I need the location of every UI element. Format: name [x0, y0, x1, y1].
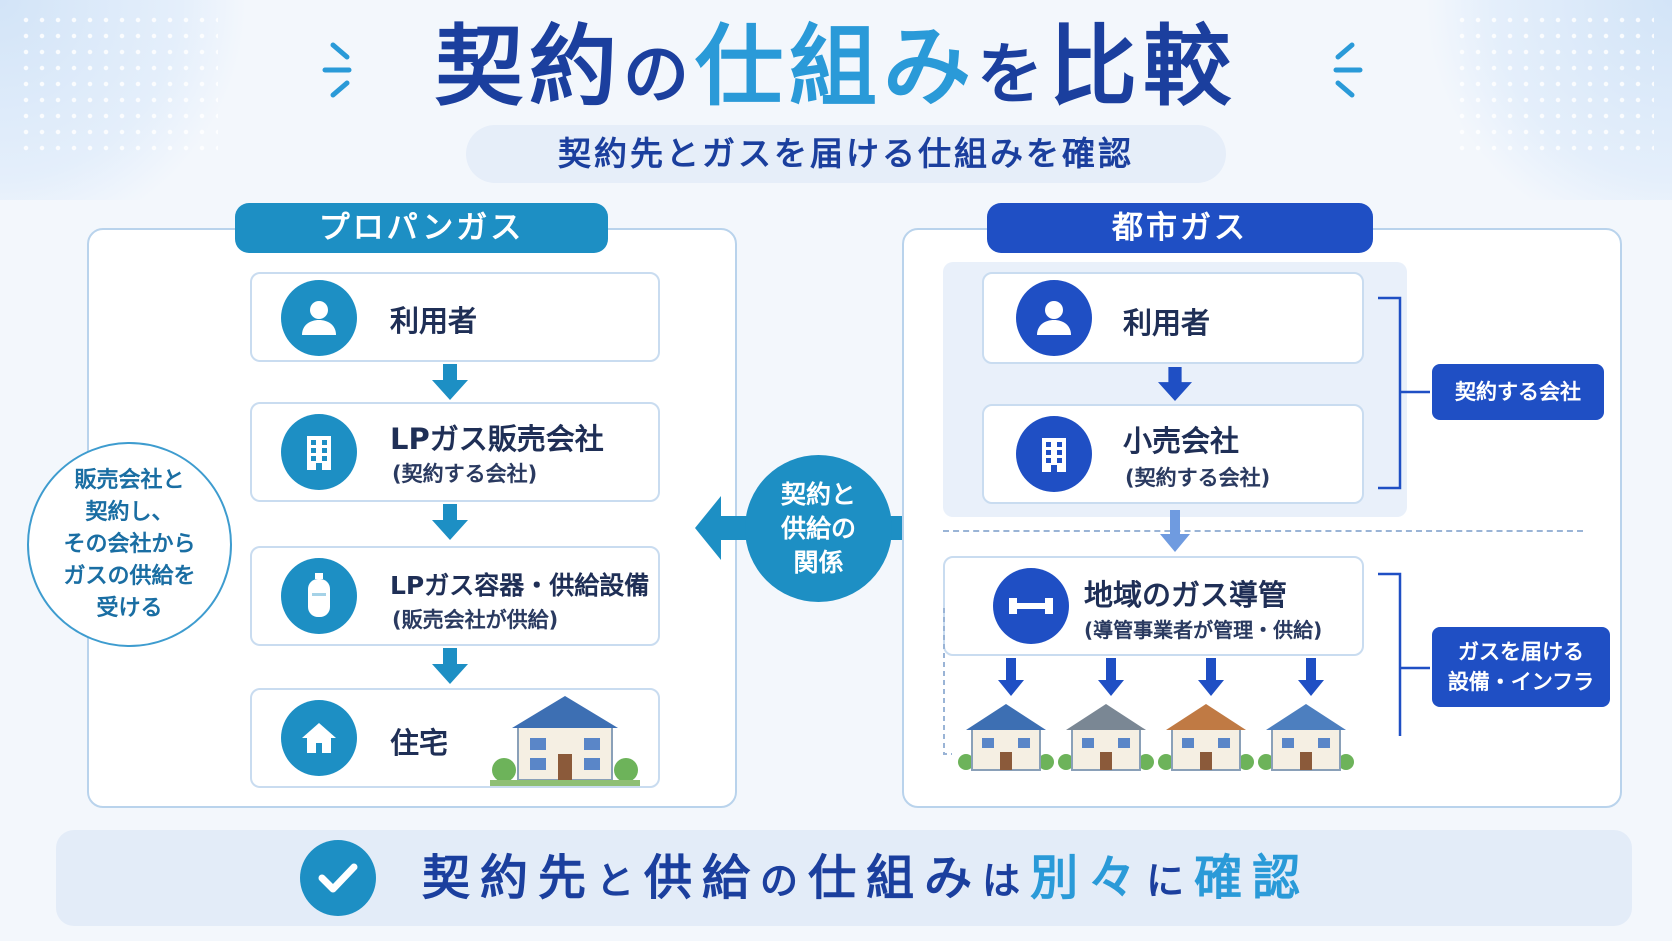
conclusion-part: に [1146, 859, 1195, 903]
infrastructure-tag: ガスを届ける 設備・インフラ [1432, 627, 1610, 707]
brackets [1378, 296, 1430, 736]
propane-node-label: LPガス容器・供給設備 [390, 571, 650, 600]
conclusion-part: 契約先 [422, 850, 597, 906]
center-line: 契約と [780, 479, 856, 509]
user-icon [281, 280, 357, 356]
page-title: 契約の仕組みを比較 [0, 12, 1672, 130]
house-illustration-icon [490, 696, 640, 786]
contract-company-tag: 契約する会社 [1432, 364, 1604, 420]
title-part: 比較 [1049, 15, 1238, 118]
conclusion-part: と [596, 859, 645, 903]
check-icon [300, 840, 376, 916]
side-note-line: 契約し、 [85, 499, 174, 525]
side-note-line: 受ける [96, 595, 163, 621]
city-node-label: 地域のガス導管 [1084, 578, 1288, 612]
sparkle-right-icon [1333, 42, 1363, 98]
down-arrow-icon [1158, 367, 1192, 401]
house-icon [281, 700, 357, 776]
side-note-line: 販売会社と [74, 467, 185, 493]
title-part: 契約 [434, 15, 623, 118]
tag-line: 契約する会社 [1455, 380, 1581, 404]
dot-pattern-left [18, 12, 218, 152]
supply-network [943, 608, 1354, 771]
conclusion-part: は [982, 859, 1031, 903]
city-node-label: 小売会社 [1123, 424, 1240, 458]
dot-pattern-right [1454, 12, 1654, 152]
conclusion-part: の [760, 859, 809, 903]
center-line: 供給の [780, 513, 856, 543]
tag-line: 設備・インフラ [1447, 670, 1595, 694]
left-arrow-icon [695, 496, 747, 560]
subtitle: 契約先とガスを届ける仕組みを確認 [466, 125, 1226, 183]
user-icon [1016, 280, 1092, 356]
building-icon [1016, 416, 1092, 492]
gas-cylinder-icon [281, 558, 357, 634]
side-note-line: その会社から [63, 531, 196, 557]
conclusion-part: 確認 [1194, 850, 1311, 906]
propane-header: プロパンガス [235, 203, 608, 253]
city-node-label: 利用者 [1123, 306, 1211, 340]
propane-explanation-circle: 販売会社と 契約し、 その会社から ガスの供給を 受ける [27, 442, 232, 647]
city-node-sub: (導管事業者が管理・供給) [1084, 618, 1323, 642]
conclusion-text: 契約先と供給の仕組みは別々に確認 [422, 846, 1310, 913]
conclusion-part: 供給 [644, 850, 761, 906]
tag-line: ガスを届ける [1458, 640, 1584, 664]
down-arrow-icon [432, 648, 468, 684]
pipe-icon [993, 568, 1069, 644]
center-line: 関係 [793, 547, 844, 577]
contract-supply-relation-circle: 契約と 供給の 関係 [745, 455, 892, 602]
building-icon [281, 414, 357, 490]
propane-node-label: 住宅 [390, 726, 449, 760]
title-part: を [977, 36, 1049, 113]
side-note-line: ガスの供給を [63, 563, 196, 589]
down-arrow-icon [1160, 510, 1190, 552]
conclusion-part: 別々 [1030, 850, 1147, 906]
down-arrow-icon [432, 504, 468, 540]
propane-node-sub: (契約する会社) [392, 462, 538, 486]
city-node-sub: (契約する会社) [1125, 466, 1271, 490]
sparkle-left-icon [322, 42, 352, 98]
title-part: 仕組み [694, 15, 977, 118]
title-part: の [622, 36, 695, 113]
propane-node-label: LPガス販売会社 [390, 422, 604, 456]
down-arrow-icon [432, 364, 468, 400]
city-gas-header: 都市ガス [987, 203, 1373, 253]
divider-line [943, 530, 1583, 532]
propane-node-label: 利用者 [390, 304, 478, 338]
propane-node-sub: (販売会社が供給) [392, 608, 559, 632]
conclusion-part: 仕組み [808, 850, 983, 906]
